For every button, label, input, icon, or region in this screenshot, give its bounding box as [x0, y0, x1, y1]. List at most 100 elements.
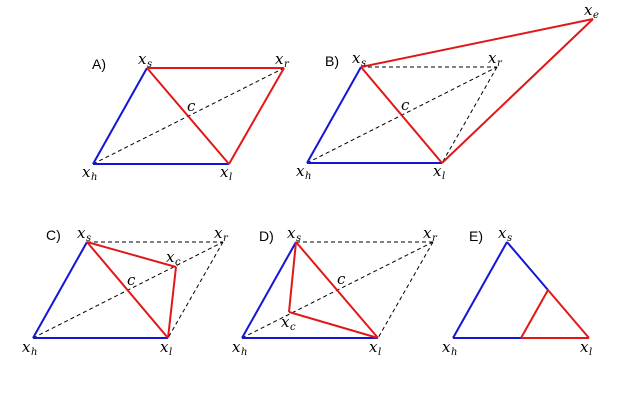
svg-text:r: r — [284, 59, 290, 70]
panel-b-label: B) — [325, 53, 339, 69]
svg-text:h: h — [305, 171, 311, 182]
panel-a-edge-xs-xh — [92, 67, 148, 165]
svg-text:x: x — [214, 224, 223, 242]
svg-text:l: l — [442, 171, 445, 182]
panel-e-edge-xs-mid — [506, 241, 549, 291]
panel-c-edge-xc-xl — [167, 266, 177, 339]
panel-d-edge-xs-xc — [288, 241, 297, 313]
svg-text:c: c — [290, 322, 296, 333]
svg-text:e: e — [593, 10, 599, 21]
panel-d-edge-xs-xh — [241, 241, 297, 339]
panel-b-edge-xs-xh — [306, 66, 362, 164]
svg-text:x: x — [296, 162, 305, 180]
svg-text:x: x — [82, 163, 91, 181]
panel-e-label: E) — [469, 228, 483, 244]
panel-c-centroid-label: c — [127, 271, 136, 289]
panel-c-label: C) — [46, 227, 61, 243]
panel-e-edge-xs-xh — [452, 241, 508, 339]
svg-text:s: s — [147, 59, 152, 70]
panel-d-centroid-label: c — [337, 270, 346, 288]
panel-c-edge-xs-xh — [32, 241, 88, 339]
svg-text:h: h — [31, 347, 37, 358]
panel-c-edge-xs-xl — [86, 241, 169, 339]
svg-text:x: x — [166, 248, 175, 266]
svg-text:x: x — [138, 50, 147, 68]
svg-text:x: x — [220, 163, 229, 181]
svg-text:x: x — [423, 224, 432, 242]
panel-d-edge-xc-xl — [288, 311, 379, 339]
panel-a-edge-xs-xl — [146, 67, 230, 165]
panel-b-edge-xs-xe — [360, 18, 594, 68]
panel-c-edge-xr-xl-dashed — [167, 241, 224, 339]
panel-b-edge-xe-xl — [441, 18, 594, 164]
svg-text:l: l — [589, 347, 592, 358]
svg-text:r: r — [497, 58, 503, 69]
svg-text:l: l — [378, 347, 381, 358]
panel-c-edge-xs-xc — [86, 241, 177, 268]
svg-text:x: x — [77, 224, 86, 242]
svg-text:s: s — [507, 233, 512, 244]
svg-text:x: x — [232, 338, 241, 356]
svg-text:s: s — [296, 233, 301, 244]
svg-text:x: x — [287, 224, 296, 242]
svg-text:x: x — [584, 1, 593, 19]
svg-text:x: x — [433, 162, 442, 180]
svg-text:h: h — [451, 347, 457, 358]
panel-e-edge-shrink — [520, 289, 549, 339]
svg-text:s: s — [361, 58, 366, 69]
panel-b-edge-xr-xl-dashed — [441, 66, 498, 164]
svg-text:x: x — [488, 49, 497, 67]
svg-text:r: r — [432, 233, 438, 244]
svg-text:l: l — [229, 172, 232, 183]
panel-a-centroid-label: c — [187, 97, 196, 115]
panel-e-edge-mid-xl-side — [547, 289, 590, 339]
panel-b-centroid-label: c — [401, 96, 410, 114]
svg-text:h: h — [241, 347, 247, 358]
panel-b-edge-xs-xl — [360, 66, 443, 164]
svg-text:c: c — [175, 257, 181, 268]
svg-text:x: x — [352, 49, 361, 67]
panel-a-label: A) — [92, 56, 106, 72]
svg-text:x: x — [580, 338, 589, 356]
panel-d-edge-xs-xl — [295, 241, 379, 339]
svg-text:r: r — [223, 233, 229, 244]
svg-text:x: x — [275, 50, 284, 68]
svg-text:x: x — [160, 338, 169, 356]
panel-a-edge-xr-xl — [228, 67, 285, 165]
panel-d-label: D) — [259, 228, 274, 244]
panel-d-edge-xr-xl-dashed — [377, 241, 434, 339]
svg-text:s: s — [86, 233, 91, 244]
svg-text:l: l — [169, 347, 172, 358]
svg-text:h: h — [91, 172, 97, 183]
svg-text:x: x — [281, 313, 290, 331]
svg-text:x: x — [22, 338, 31, 356]
